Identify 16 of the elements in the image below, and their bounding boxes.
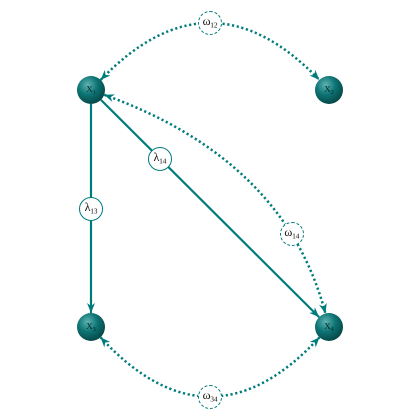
node-label: X$_{2}$: [324, 84, 334, 96]
edge-label: λ$_{13}$: [79, 196, 103, 220]
edge-label: ω$_{34}$: [198, 384, 222, 409]
double-headed-arrow: [100, 336, 320, 398]
edge-label: ω$_{12}$: [198, 10, 222, 35]
edge-label: λ$_{14}$: [148, 146, 172, 171]
sphere-node: [77, 313, 105, 341]
arrow: [87, 104, 95, 313]
edge-label: ω$_{14}$: [280, 222, 304, 246]
sphere-node: [315, 313, 343, 341]
node-label: X$_{3}$: [86, 322, 96, 332]
sphere-node: [77, 76, 105, 104]
node-label: X$_{1}$: [86, 84, 96, 96]
node-label: X$_{4}$: [324, 322, 334, 332]
sphere-node: [315, 76, 343, 104]
double-headed-arrow: [100, 22, 320, 81]
